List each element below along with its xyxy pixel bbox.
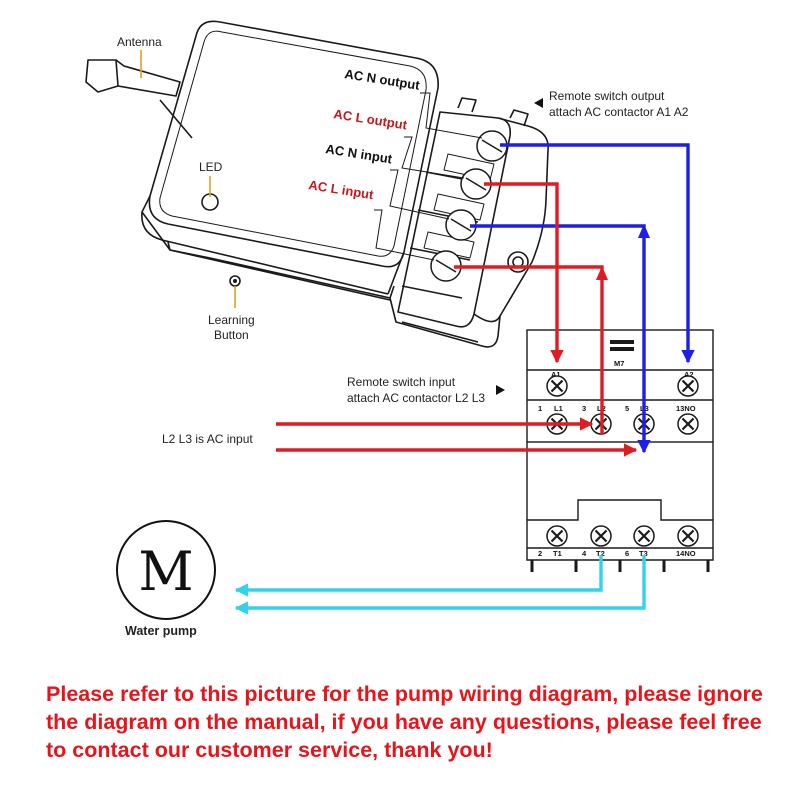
wire-n-output-to-a2 xyxy=(500,143,695,364)
contactor-upper-body xyxy=(526,329,714,443)
wire-l-input-to-l2 xyxy=(454,265,604,434)
terminal-ac-n-input xyxy=(445,209,477,241)
learning-button-label-1: Learning xyxy=(208,313,255,327)
ac-n-output-label: AC N output xyxy=(344,66,422,93)
water-pump: M xyxy=(116,520,216,620)
remote-input-note-1: Remote switch input xyxy=(347,375,456,389)
screw-terminal-t3 xyxy=(633,525,655,547)
wires xyxy=(234,143,695,615)
top-label-13no: 13NO xyxy=(676,404,696,413)
module-terminals xyxy=(430,130,508,282)
ac-input-note: L2 L3 is AC input xyxy=(162,432,253,446)
ac-l-input-label: AC L input xyxy=(308,177,376,202)
screw-terminal-14no xyxy=(677,525,699,547)
input-note-arrow xyxy=(496,385,505,395)
bottom-number-4: 4 xyxy=(582,549,587,558)
antenna-plug xyxy=(85,59,181,97)
wire-l-output-to-a1 xyxy=(484,182,564,364)
bottom-number-6: 6 xyxy=(625,549,629,558)
top-number-3: 3 xyxy=(582,404,586,413)
terminal-ac-n-output xyxy=(476,130,508,162)
coil-label-a1: A1 xyxy=(551,370,561,379)
wire-t3-to-pump xyxy=(234,555,646,615)
remote-output-note-2: attach AC contactor A1 A2 xyxy=(549,105,689,119)
screw-terminal-a2 xyxy=(677,375,699,397)
ac-contactor xyxy=(526,329,714,572)
screw-terminal-13no xyxy=(677,413,699,435)
ac-n-input-label: AC N input xyxy=(325,141,394,166)
top-label-l1: L1 xyxy=(554,404,563,413)
output-note-arrow xyxy=(534,98,543,108)
learning-button-label-2: Button xyxy=(214,328,249,342)
bottom-label-t1: T1 xyxy=(553,549,562,558)
bottom-number-2: 2 xyxy=(538,549,542,558)
led-label: LED xyxy=(199,160,223,174)
water-pump-label: Water pump xyxy=(125,624,197,638)
terminal-ac-l-output xyxy=(460,168,492,200)
motor-circle xyxy=(116,520,216,620)
contactor-model: M7 xyxy=(614,359,624,368)
motor-symbol: M xyxy=(138,540,193,603)
remote-output-note-1: Remote switch output xyxy=(549,89,665,103)
notice-text: Please refer to this picture for the pum… xyxy=(46,682,763,762)
screw-terminal-t2 xyxy=(590,525,612,547)
bottom-label-t2: T2 xyxy=(596,549,605,558)
top-number-1: 1 xyxy=(538,404,542,413)
screw-terminal-t1 xyxy=(546,525,568,547)
wire-t2-to-pump xyxy=(234,555,603,597)
bottom-label-t3: T3 xyxy=(639,549,648,558)
arrow-into-l2-wire xyxy=(596,266,608,280)
remote-input-note-2: attach AC contactor L2 L3 xyxy=(347,391,485,405)
callout-lines xyxy=(140,50,236,308)
module-top-face xyxy=(148,20,439,268)
top-number-5: 5 xyxy=(625,404,629,413)
contactor-lower-body xyxy=(526,499,714,561)
antenna-label: Antenna xyxy=(117,35,162,49)
screw-terminal-a1 xyxy=(546,375,568,397)
bottom-label-14no: 14NO xyxy=(676,549,696,558)
coil-label-a2: A2 xyxy=(684,370,694,379)
label-leaders xyxy=(374,92,483,261)
ac-l-output-label: AC L output xyxy=(333,106,409,133)
terminal-ac-l-input xyxy=(430,250,462,282)
arrow-into-l3-wire xyxy=(638,224,650,238)
